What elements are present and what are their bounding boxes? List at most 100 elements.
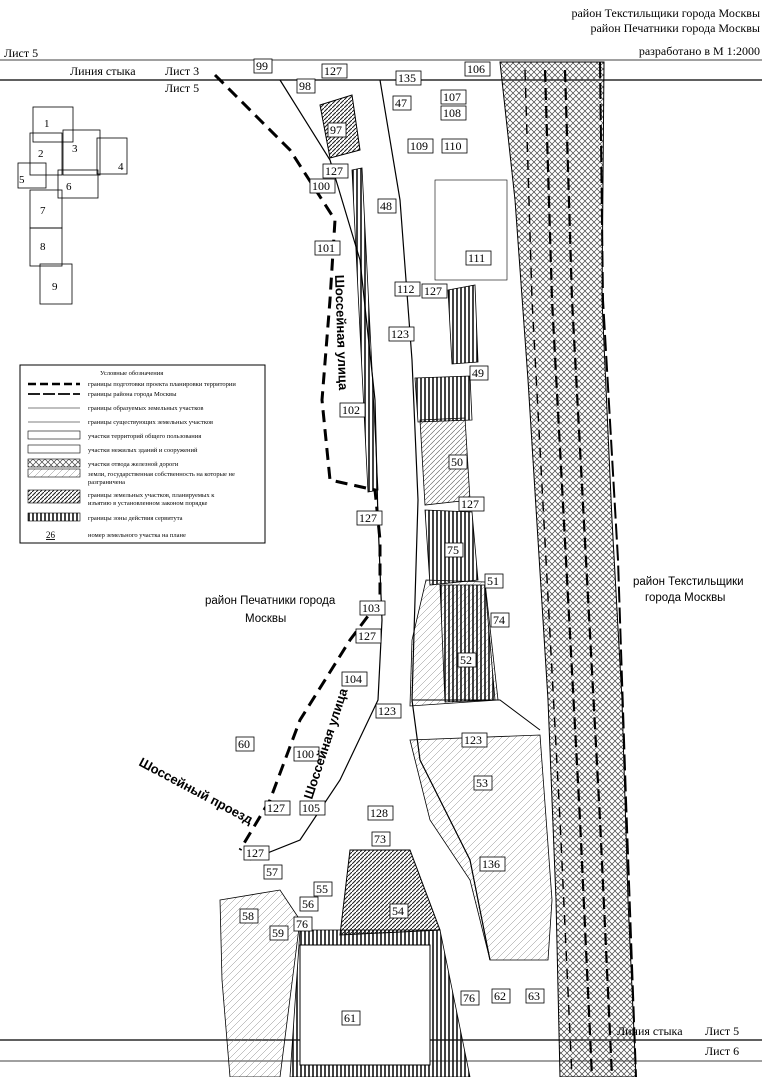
parcel-outline-111 [434, 179, 508, 281]
parcel-box-108 [440, 105, 467, 121]
header-district-1: район Текстильщики города Москвы [571, 6, 760, 20]
legend-item-8: разграничена [88, 479, 125, 486]
parcel-box-74 [490, 612, 510, 628]
legend-item-12: номер земельного участка на плане [88, 532, 186, 539]
building-61 [299, 944, 431, 1066]
parcel-number-74: 74 [493, 613, 505, 627]
parcel-number-123: 123 [391, 327, 409, 341]
parcel-number-103: 103 [362, 601, 380, 615]
parcel-box-61 [341, 1010, 361, 1026]
parcel-box-104 [341, 671, 368, 687]
parcel-number-47: 47 [395, 96, 407, 110]
parcel-box-76 [460, 990, 480, 1006]
sheet-label: Лист 5 [4, 46, 39, 60]
junction-top-sheet-below: Лист 5 [165, 81, 199, 95]
parcel-box-60 [235, 736, 255, 752]
project-boundary [213, 73, 382, 851]
parcel-box-50 [448, 454, 468, 470]
legend-symbol-6 [27, 458, 81, 468]
parcel-number-101: 101 [317, 241, 335, 255]
legend-symbol-11 [27, 512, 81, 522]
parcel-number-59: 59 [272, 926, 284, 940]
junction-top-sheet-above: Лист 3 [165, 64, 199, 78]
parcel-box-127 [243, 845, 270, 861]
parcel-box-49 [469, 365, 489, 381]
parcel-number-50: 50 [451, 455, 463, 469]
parcel-number-110: 110 [444, 139, 462, 153]
parcel-number-108: 108 [443, 106, 461, 120]
legend-item-4: участки территорий общего пользования [88, 433, 201, 440]
parcel-number-107: 107 [443, 90, 461, 104]
parcel-box-102 [339, 402, 366, 418]
legend-item-6: участки отвода железной дороги [88, 461, 179, 468]
parcel-box-105 [299, 800, 326, 816]
district-boundary [599, 61, 637, 1077]
parcel-box-73 [371, 831, 391, 847]
parcel-number-123: 123 [378, 704, 396, 718]
scale-label: разработано в М 1:2000 [638, 44, 760, 58]
parcel-box-100 [293, 746, 320, 762]
parcel-box-135 [395, 70, 422, 86]
key-map-sheet-9: 9 [52, 281, 58, 293]
parcel-box-123 [388, 326, 415, 342]
servitude-112 [447, 284, 479, 365]
legend-item-10: изъятию в установленном законом порядке [88, 500, 208, 507]
parcel-number-127: 127 [267, 801, 285, 815]
parcel-number-53: 53 [476, 776, 488, 790]
parcel-number-49: 49 [472, 366, 484, 380]
parcel-box-100 [309, 178, 336, 194]
railway-band [499, 61, 637, 1077]
parcel-number-135: 135 [398, 71, 416, 85]
legend-symbol-12: 26 [46, 530, 56, 540]
parcel-box-128 [367, 805, 394, 821]
parcel-box-58 [239, 908, 259, 924]
parcel-box-99 [253, 58, 273, 74]
parcel-number-58: 58 [242, 909, 254, 923]
parcel-number-127: 127 [325, 164, 343, 178]
parcel-box-127 [356, 510, 383, 526]
parcel-box-127 [264, 800, 291, 816]
parcel-number-76: 76 [463, 991, 475, 1005]
parcel-box-127 [458, 496, 485, 512]
parcel-number-127: 127 [461, 497, 479, 511]
parcel-box-75 [444, 542, 464, 558]
parcel-number-60: 60 [238, 737, 250, 751]
parcel-area-53 [409, 734, 553, 961]
parcel-number-97: 97 [330, 123, 342, 137]
parcel-box-107 [440, 89, 467, 105]
servitude-49 [414, 375, 473, 423]
legend-item-7: земли, государственная собственность на … [88, 471, 235, 478]
parcel-number-127: 127 [424, 284, 442, 298]
district-west-line-2: Москвы [245, 613, 286, 625]
parcel-box-136 [479, 856, 506, 872]
legend-item-5: участки нежилых зданий и сооружений [88, 447, 198, 454]
parcel-number-102: 102 [342, 403, 360, 417]
parcel-box-127 [355, 628, 382, 644]
key-map-sheet-3: 3 [72, 143, 78, 155]
parcel-number-63: 63 [528, 989, 540, 1003]
parcel-number-56: 56 [302, 897, 314, 911]
parcel-box-123 [375, 703, 402, 719]
legend-symbol-5 [27, 444, 81, 454]
parcel-number-54: 54 [392, 904, 404, 918]
parcel-box-111 [465, 250, 492, 266]
road-edge-east [379, 79, 491, 961]
parcel-number-62: 62 [494, 989, 506, 1003]
key-map-sheet-4: 4 [118, 161, 124, 173]
key-map-sheet-6: 6 [66, 181, 72, 193]
junction-bottom-sheet-above: Лист 5 [705, 1024, 739, 1038]
parcel-number-111: 111 [468, 251, 485, 265]
parcel-number-106: 106 [467, 62, 485, 76]
legend-title: Условные обозначения [100, 370, 163, 377]
parcel-box-54 [389, 903, 409, 919]
key-map-sheet-5: 5 [19, 174, 25, 186]
parcel-number-99: 99 [256, 59, 268, 73]
parcel-box-112 [394, 281, 421, 297]
servitude-street [351, 167, 379, 493]
parcel-number-55: 55 [316, 882, 328, 896]
parcel-number-98: 98 [299, 79, 311, 93]
parcel-box-127 [321, 63, 348, 79]
parcel-box-127 [421, 283, 448, 299]
legend-item-9: границы земельных участков, планируемых … [88, 492, 215, 499]
railway-tracks [543, 69, 594, 1077]
